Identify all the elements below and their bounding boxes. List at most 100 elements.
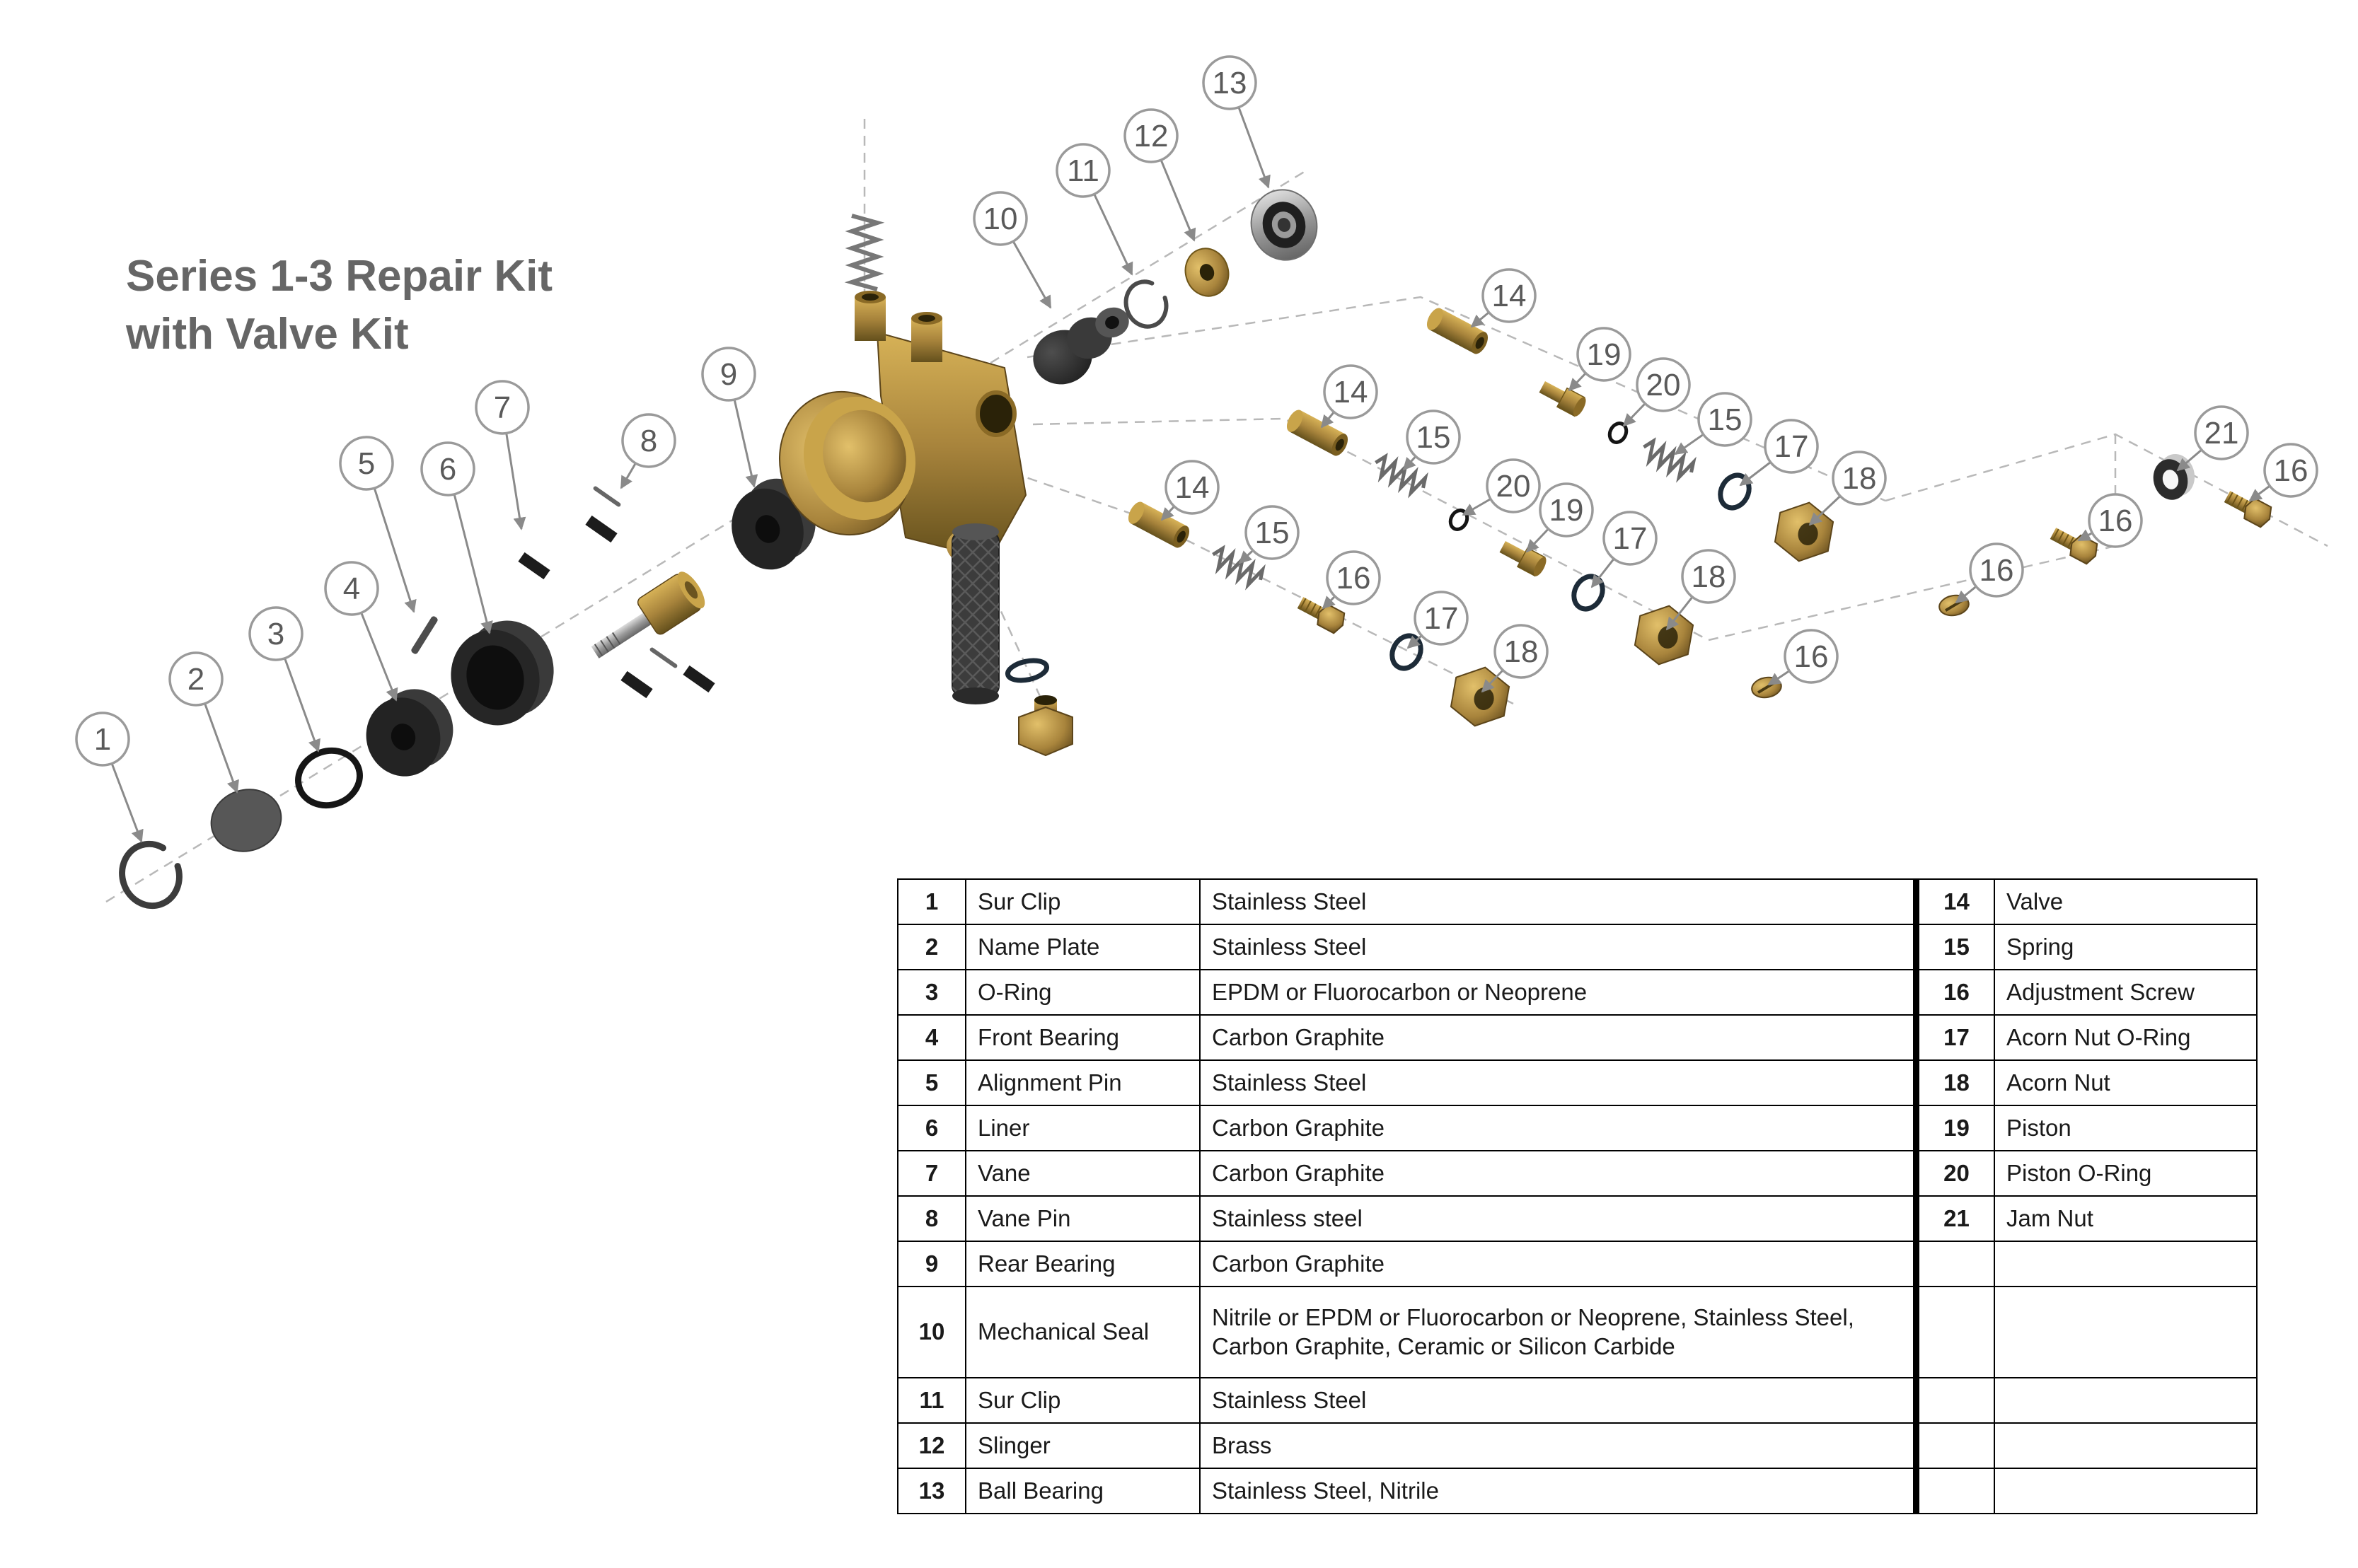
table-cell-num: 19 (1918, 1105, 1995, 1151)
table-cell-num: 16 (1918, 969, 1995, 1016)
callout-circle (701, 347, 756, 402)
table-cell-name (1994, 1286, 2258, 1378)
callout-circle (1969, 542, 2024, 598)
table-cell-name (1994, 1377, 2258, 1424)
callout-6: 6 (420, 441, 493, 634)
callout-18: 18 (1481, 624, 1549, 693)
part-vane-pins (593, 486, 678, 668)
table-cell-mat: Stainless Steel (1199, 1059, 1914, 1106)
table-cell-name: Front Bearing (965, 1014, 1201, 1061)
callout-circle (1164, 460, 1220, 515)
dampener-cylinder (952, 523, 1000, 704)
callout-19: 19 (1525, 482, 1594, 553)
title-line-1: Series 1-3 Repair Kit (126, 252, 553, 301)
table-cell-num: 18 (1918, 1059, 1995, 1106)
part-vanes (518, 515, 715, 699)
table-cell-num (1918, 1377, 1995, 1424)
callout-number: 14 (1175, 470, 1210, 505)
rotor-shaft (591, 571, 705, 658)
callout-12: 12 (1123, 108, 1196, 242)
callout-17: 17 (1406, 591, 1469, 649)
table-cell-mat: Brass (1199, 1422, 1914, 1469)
table-cell-name: Vane Pin (965, 1195, 1201, 1242)
callout-number: 16 (2098, 504, 2133, 538)
callout-20: 20 (1622, 357, 1691, 427)
table-cell-num: 14 (1918, 878, 1995, 925)
callout-number: 18 (1842, 461, 1877, 496)
table-cell-name (1994, 1422, 2258, 1469)
callout-number: 10 (983, 202, 1018, 236)
callout-5: 5 (339, 436, 417, 613)
table-cell-name: O-Ring (965, 969, 1201, 1016)
table-cell-mat: Stainless Steel (1199, 1377, 1914, 1424)
table-cell-name: Acorn Nut (1994, 1059, 2258, 1106)
table-cell-name: Valve (1994, 878, 2258, 925)
callout-number: 14 (1334, 375, 1368, 410)
table-cell-name: Acorn Nut O-Ring (1994, 1014, 2258, 1061)
title-line-2: with Valve Kit (126, 309, 409, 359)
callout-number: 19 (1587, 337, 1622, 372)
part-front-bearing (366, 689, 453, 777)
callout-circle (168, 651, 224, 707)
callout-17: 17 (1590, 511, 1658, 588)
callout-number: 11 (1067, 153, 1099, 188)
table-cell-name: Vane (965, 1150, 1201, 1197)
callout-number: 9 (720, 357, 737, 392)
table-cell-num: 15 (1918, 924, 1995, 970)
callout-2: 2 (168, 651, 239, 794)
callout-number: 20 (1496, 469, 1531, 504)
part-name-plate (210, 789, 282, 852)
table-cell-name: Slinger (965, 1422, 1201, 1469)
table-cell-name (1994, 1468, 2258, 1514)
callout-circle (1697, 392, 1752, 447)
table-cell-name: Jam Nut (1994, 1195, 2258, 1242)
table-cell-name (1994, 1241, 2258, 1287)
callout-number: 5 (358, 446, 375, 481)
callout-circle (1323, 364, 1378, 419)
table-cell-mat: Carbon Graphite (1199, 1241, 1914, 1287)
callout-number: 16 (1794, 639, 1829, 674)
callout-circle (1602, 511, 1658, 566)
callout-21: 21 (2176, 405, 2249, 472)
callout-number: 16 (2274, 453, 2308, 488)
callout-circle (1576, 327, 1631, 382)
part-sur-clip-front (119, 840, 183, 910)
table-cell-num: 3 (897, 969, 966, 1016)
callout-19: 19 (1568, 327, 1631, 392)
callout-number: 3 (267, 617, 284, 651)
callout-circle (1539, 482, 1594, 538)
callout-18: 18 (1665, 549, 1736, 631)
pump-body (778, 291, 1027, 564)
table-cell-name: Ball Bearing (965, 1468, 1201, 1514)
table-cell-num: 5 (897, 1059, 966, 1106)
callout-number: 13 (1213, 66, 1247, 100)
callout-8: 8 (620, 413, 676, 489)
fitting-o-ring (1005, 658, 1050, 683)
callout-number: 15 (1255, 516, 1290, 550)
callout-circle (973, 191, 1028, 246)
table-cell-num: 11 (897, 1377, 966, 1424)
table-cell-name: Piston O-Ring (1994, 1150, 2258, 1197)
part-slinger (1184, 248, 1230, 297)
callout-number: 14 (1492, 279, 1527, 313)
callout-3: 3 (248, 606, 320, 753)
callout-14: 14 (1470, 268, 1537, 328)
part-ball-bearing (1250, 189, 1318, 261)
callout-circle (1832, 451, 1887, 506)
table-cell-num: 12 (897, 1422, 966, 1469)
callout-1: 1 (75, 712, 144, 843)
bottom-brass-fitting (1018, 695, 1073, 757)
table-cell-num (1918, 1468, 1995, 1514)
table-cell-num (1918, 1286, 1995, 1378)
